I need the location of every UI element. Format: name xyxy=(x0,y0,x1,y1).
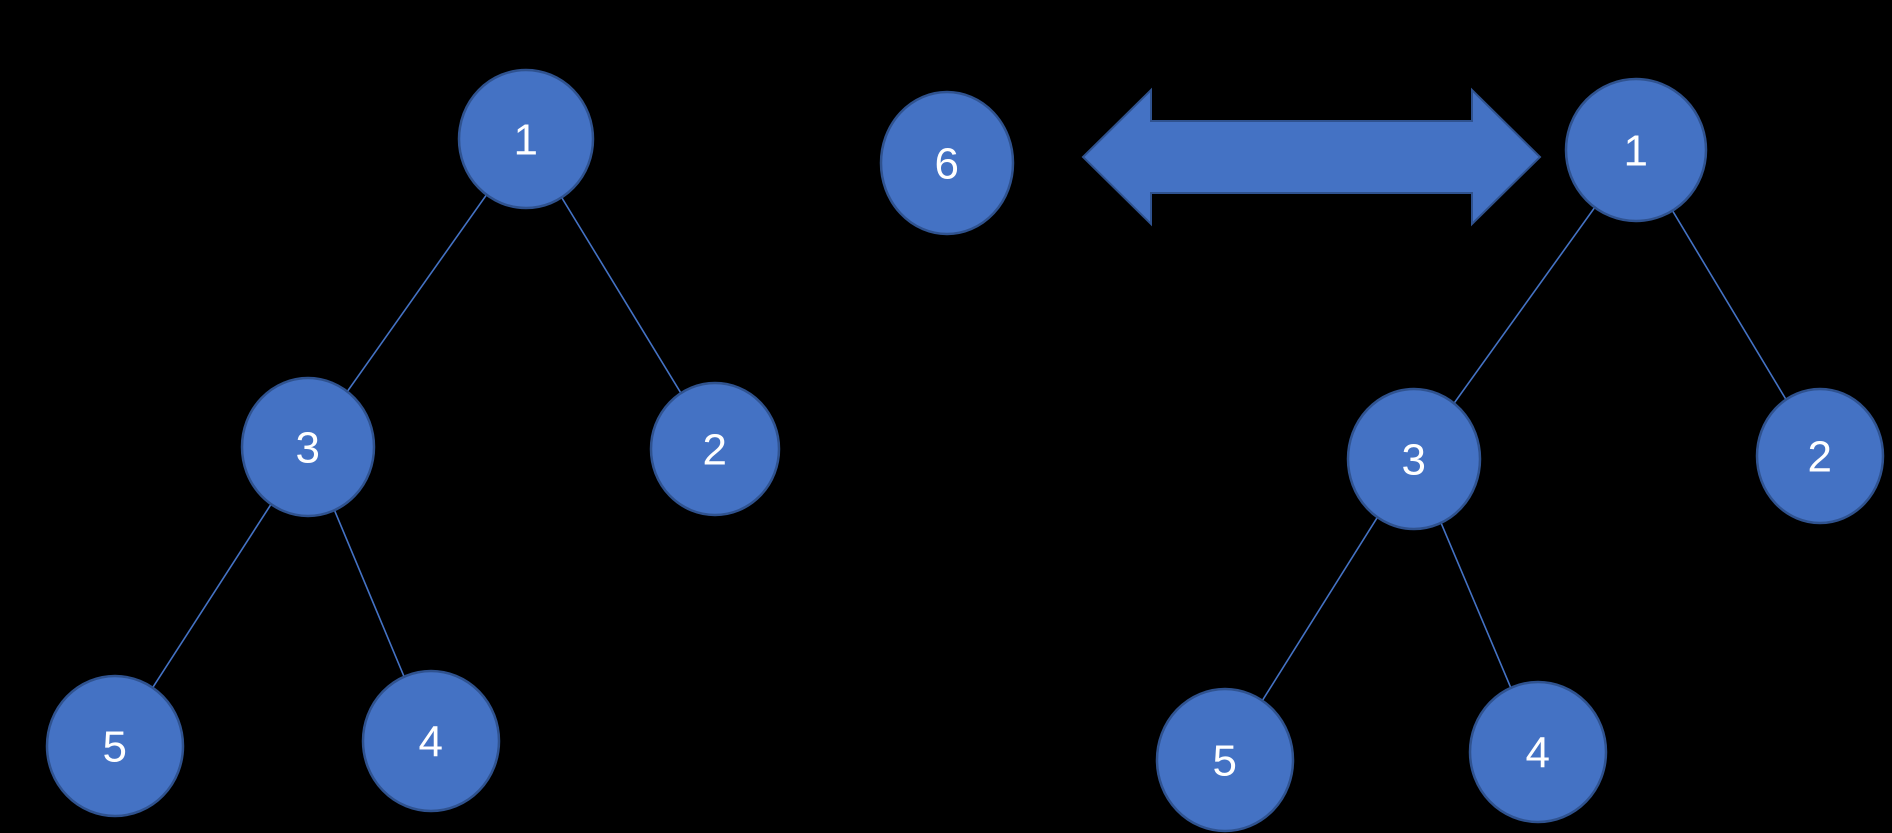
left-tree-node-4-circle xyxy=(361,669,501,813)
right-tree-node-4-label: 4 xyxy=(1526,728,1551,777)
left-tree-node-4-label: 4 xyxy=(419,717,444,766)
left-tree-node-3: 3 xyxy=(240,376,376,518)
left-tree-node-5-label: 5 xyxy=(103,722,128,771)
left-tree-node-4: 4 xyxy=(361,669,501,813)
left-tree-node-3-circle xyxy=(240,376,376,518)
left-tree-node-1-label: 1 xyxy=(514,115,539,164)
right-tree-node-5-circle xyxy=(1155,687,1295,833)
left-tree-node-1-circle xyxy=(457,68,595,210)
left-tree-node-2-circle xyxy=(649,381,781,517)
left-tree-node-5: 5 xyxy=(45,674,185,818)
left-tree-node-1: 1 xyxy=(457,68,595,210)
left-tree-node-5-circle xyxy=(45,674,185,818)
right-tree-node-5: 5 xyxy=(1155,687,1295,833)
right-tree-node-4: 4 xyxy=(1468,680,1608,824)
swap-arrow-layer xyxy=(1081,87,1542,227)
right-tree-node-1-circle xyxy=(1564,77,1708,223)
left-tree-node-2-label: 2 xyxy=(703,425,728,474)
standalone-node-6: 6 xyxy=(879,90,1015,236)
right-tree-node-3-label: 3 xyxy=(1402,435,1427,484)
right-tree-node-2-label: 2 xyxy=(1808,432,1833,481)
right-tree-node-2-circle xyxy=(1755,387,1885,525)
right-tree-node-5-label: 5 xyxy=(1213,736,1238,785)
standalone-node-6-label: 6 xyxy=(935,139,960,188)
left-tree-node-3-label: 3 xyxy=(296,423,321,472)
left-tree-node-2: 2 xyxy=(649,381,781,517)
right-tree-node-3-circle xyxy=(1346,387,1482,531)
standalone-node-6-circle xyxy=(879,90,1015,236)
tree-nodes-layer: 1 3 2 5 4 1 3 2 5 4 6 xyxy=(45,68,1885,833)
right-tree-node-1: 1 xyxy=(1564,77,1708,223)
right-tree-node-3: 3 xyxy=(1346,387,1482,531)
swap-double-arrow-icon xyxy=(1081,87,1542,227)
right-tree-node-1-label: 1 xyxy=(1624,126,1649,175)
right-tree-node-4-circle xyxy=(1468,680,1608,824)
right-tree-node-2: 2 xyxy=(1755,387,1885,525)
